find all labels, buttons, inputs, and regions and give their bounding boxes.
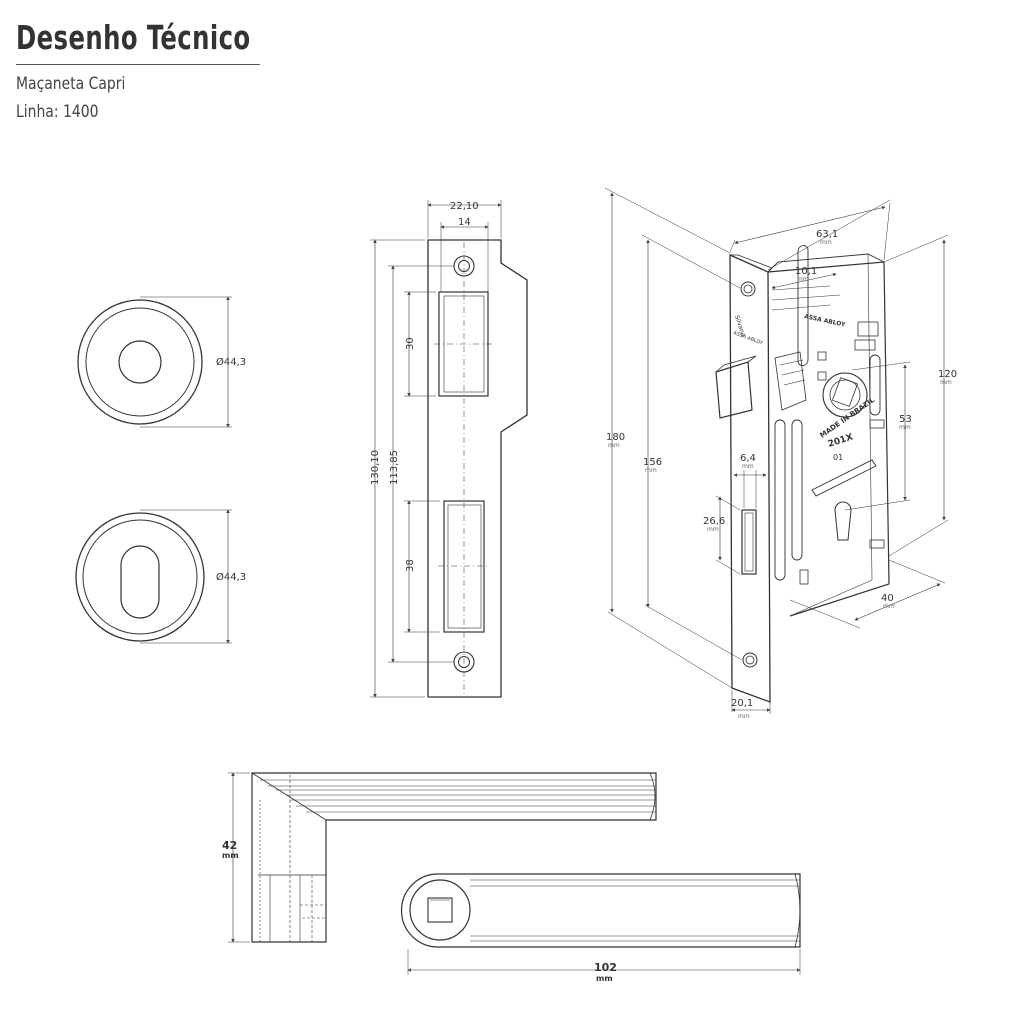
handle-height-unit: mm bbox=[222, 851, 239, 860]
faceplate-brand-2: ASSA ABLOY bbox=[732, 330, 764, 347]
lock-center-dist-dim: 53 bbox=[899, 414, 912, 425]
product-name: Maçaneta Capri bbox=[16, 74, 126, 94]
handle-height-dim: 42 bbox=[222, 839, 237, 852]
strike-width-total: 22,10 bbox=[450, 201, 479, 212]
lock-screw-distance-unit: mm bbox=[645, 467, 657, 474]
strike-hole-distance: 113,85 bbox=[389, 450, 400, 485]
oval-rosette-diameter: Ø44,3 bbox=[216, 571, 246, 583]
handle-side-view bbox=[228, 772, 657, 943]
lock-faceplate-height-dim: 180 bbox=[606, 432, 625, 443]
lock-backset-dim: 40 bbox=[881, 593, 894, 604]
strike-lower-slot: 38 bbox=[405, 559, 416, 572]
lock-backset-small-unit: mm bbox=[797, 276, 809, 283]
oval-rosette bbox=[75, 509, 232, 644]
product-line: Linha: 1400 bbox=[16, 102, 99, 122]
round-rosette bbox=[77, 296, 232, 428]
lock-faceplate-width-dim: 20,1 bbox=[731, 698, 753, 709]
lock-center-dist-unit: mm bbox=[899, 424, 911, 431]
lock-faceplate-width-unit: mm bbox=[738, 713, 750, 720]
strike-height-total: 130,10 bbox=[370, 450, 381, 485]
handle-length-unit: mm bbox=[596, 974, 613, 983]
strike-upper-slot: 30 bbox=[405, 337, 416, 350]
handle-top-view bbox=[400, 873, 801, 975]
lock-bolt-height-dim: 26,6 bbox=[703, 516, 725, 527]
lock-case-height-dim: 120 bbox=[938, 369, 957, 380]
lock-case-height-unit: mm bbox=[940, 379, 952, 386]
round-rosette-diameter: Ø44,3 bbox=[216, 356, 246, 368]
case-stamp-model: 201X bbox=[827, 432, 855, 449]
lock-depth-dim: 63,1 bbox=[816, 229, 838, 240]
lock-faceplate-height-unit: mm bbox=[608, 442, 620, 449]
strike-plate bbox=[370, 200, 528, 698]
lock-depth-unit: mm bbox=[820, 239, 832, 246]
case-stamp-code: 01 bbox=[833, 453, 843, 462]
title-underline bbox=[16, 64, 260, 65]
case-brand: ASSA ABLOY bbox=[804, 313, 847, 329]
lock-backset-small-dim: 10,1 bbox=[795, 266, 817, 277]
lock-bolt-height-unit: mm bbox=[707, 526, 719, 533]
lock-latch-width-unit: mm bbox=[742, 463, 754, 470]
page-title: Desenho Técnico bbox=[16, 18, 251, 57]
lock-backset-unit: mm bbox=[883, 603, 895, 610]
strike-width-inner: 14 bbox=[458, 217, 471, 228]
lock-body bbox=[604, 187, 949, 714]
lock-screw-distance-dim: 156 bbox=[643, 457, 662, 468]
handle-length-dim: 102 bbox=[594, 961, 617, 974]
lock-latch-width-dim: 6,4 bbox=[740, 453, 756, 464]
